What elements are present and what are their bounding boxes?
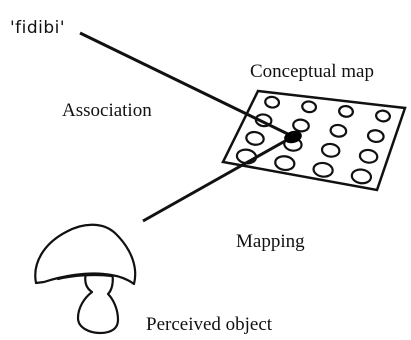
association-line <box>79 31 293 138</box>
mapping-label: Mapping <box>236 231 305 252</box>
map-node <box>312 161 334 178</box>
map-node <box>366 129 385 144</box>
map-node <box>264 95 281 109</box>
map-node <box>320 142 341 158</box>
perceived-object-label: Perceived object <box>146 314 273 335</box>
mushroom-cap <box>34 223 137 286</box>
conceptual-map-label: Conceptual map <box>250 61 374 82</box>
map-node <box>375 109 391 123</box>
map-node <box>338 104 354 118</box>
mushroom-icon <box>34 223 137 335</box>
active-node <box>284 130 302 144</box>
map-node <box>292 118 310 133</box>
map-node <box>245 130 265 146</box>
map-node <box>329 123 348 138</box>
mushroom-stem <box>76 270 120 335</box>
map-node <box>358 148 379 164</box>
mushroom-gill-line <box>56 273 114 281</box>
map-node <box>350 168 373 185</box>
map-node <box>301 100 318 114</box>
mapping-line <box>142 134 295 223</box>
map-node <box>274 155 296 172</box>
word-label: 'fidibi' <box>10 18 66 38</box>
association-label: Association <box>62 100 152 121</box>
